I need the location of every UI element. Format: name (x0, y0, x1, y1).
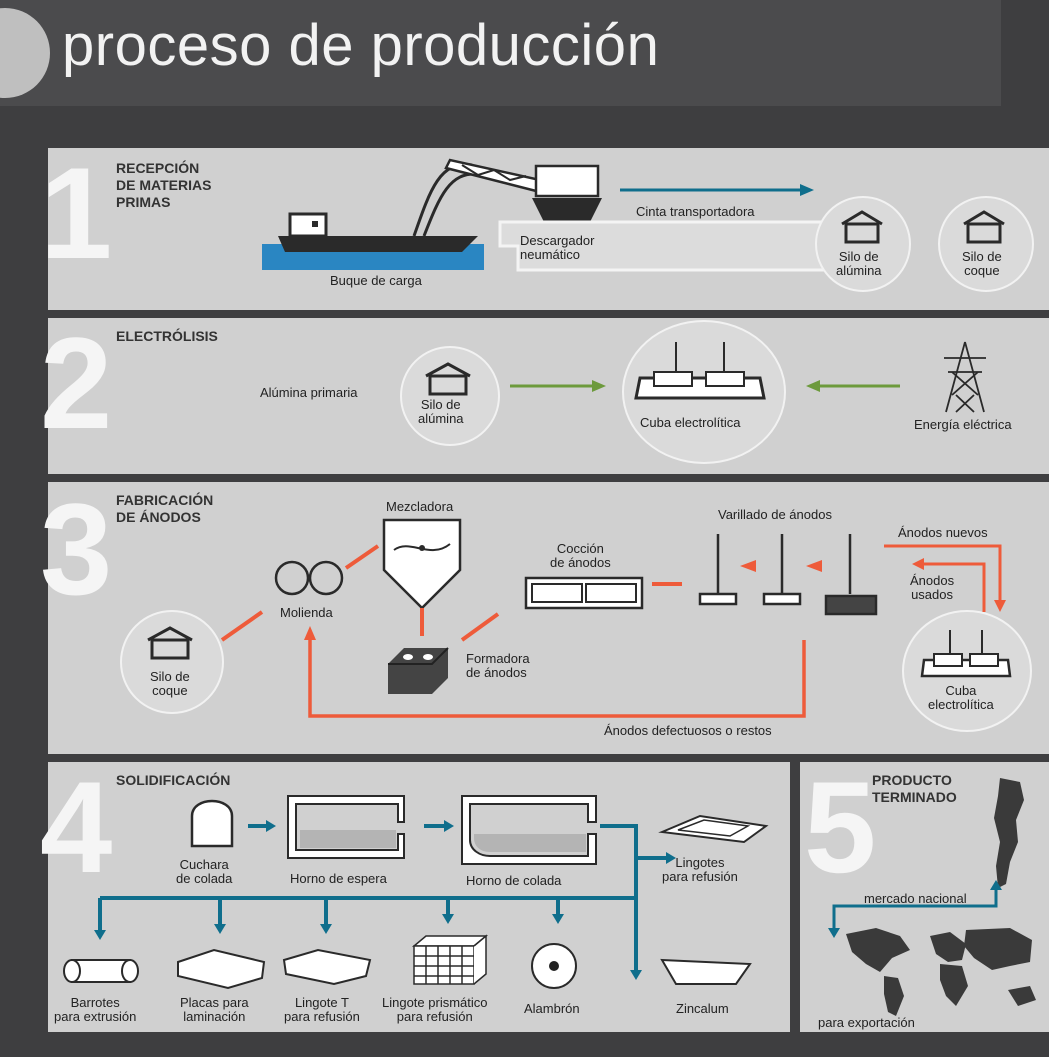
label-cuba-3: Cuba electrolítica (928, 683, 994, 712)
label-placas: Placas para laminación (180, 995, 249, 1024)
section-3-panel (48, 482, 1049, 754)
defective-anodes-line (308, 640, 806, 718)
argentina-map-icon (994, 778, 1024, 888)
silo-coque-circle-1 (938, 196, 1034, 292)
label-alumina-primaria: Alúmina primaria (260, 385, 358, 400)
label-silo-coque-3: Silo de coque (150, 669, 190, 698)
section-4-title: SOLIDIFICACIÓN (116, 772, 231, 788)
section-2-title: ELECTRÓLISIS (116, 328, 218, 344)
label-coccion: Cocción de ánodos (550, 541, 611, 570)
section-1-title: RECEPCIÓN DE MATERIAS PRIMAS (116, 160, 212, 210)
anode-former-icon (388, 647, 449, 694)
silo-coque-circle-3 (120, 610, 224, 714)
label-molienda: Molienda (280, 605, 333, 620)
silo-icon (841, 210, 883, 244)
label-horno-espera: Horno de espera (290, 871, 387, 886)
slab-icon (177, 948, 266, 990)
label-descargador: Descargador neumático (520, 233, 595, 262)
ladle-icon (190, 799, 234, 848)
section-3-number: 3 (40, 476, 113, 622)
label-varillado: Varillado de ánodos (718, 507, 832, 522)
silo-icon (963, 210, 1005, 244)
section-2-panel (48, 318, 1049, 474)
billet-icon (63, 959, 139, 983)
silo-alumina-circle-2 (400, 346, 500, 446)
label-silo-alumina-1: Silo de alúmina (836, 249, 882, 278)
label-silo-alumina-2: Silo de alúmina (418, 397, 464, 426)
prismatic-ingot-icon (411, 934, 489, 985)
label-anodos-nuevos: Ánodos nuevos (898, 525, 988, 540)
power-tower-icon (944, 341, 986, 413)
label-lingotes: Lingotes para refusión (662, 855, 738, 884)
electrolytic-cell-icon (634, 342, 766, 400)
section-5-number: 5 (804, 754, 877, 900)
silo-icon (425, 362, 471, 396)
cargo-ship-icon (278, 236, 478, 252)
section-2-number: 2 (40, 310, 113, 456)
label-lingote-t: Lingote T para refusión (284, 995, 360, 1024)
label-silo-coque-1: Silo de coque (962, 249, 1002, 278)
label-defectuosos: Ánodos defectuosos o restos (604, 723, 772, 738)
silo-icon (147, 626, 193, 660)
section-5-title: PRODUCTO TERMINADO (872, 772, 957, 805)
world-map-icon (846, 928, 1036, 1016)
holding-furnace-icon (287, 795, 405, 859)
section-1-number: 1 (40, 140, 113, 286)
label-buque: Buque de carga (330, 273, 422, 288)
label-alambron: Alambrón (524, 1001, 580, 1016)
label-formadora: Formadora de ánodos (466, 651, 530, 680)
label-energia: Energía eléctrica (914, 417, 1012, 432)
ingot-refusion-icon (658, 814, 769, 844)
label-exportacion: para exportación (818, 1015, 915, 1030)
label-zincalum: Zincalum (676, 1001, 729, 1016)
mixer-icon (382, 518, 462, 610)
page-title: proceso de producción (62, 13, 660, 78)
label-barrotes: Barrotes para extrusión (54, 995, 137, 1024)
section-4-number: 4 (40, 754, 113, 900)
label-mercado-nacional: mercado nacional (864, 891, 967, 906)
casting-furnace-icon (461, 795, 597, 865)
electrolytic-cell-icon (920, 630, 1012, 678)
anode-rodding-icon (698, 534, 878, 616)
label-cinta: Cinta transportadora (636, 204, 755, 219)
wire-rod-icon (531, 943, 577, 989)
section-3-title: FABRICACIÓN DE ÁNODOS (116, 492, 214, 525)
label-mezcladora: Mezcladora (386, 499, 454, 514)
header-bar: proceso de producción (0, 0, 1001, 106)
label-prismatico: Lingote prismático para refusión (382, 995, 488, 1024)
label-anodos-usados: Ánodos usados (910, 573, 955, 602)
label-horno-colada: Horno de colada (466, 873, 562, 888)
zincalum-icon (660, 958, 752, 985)
mill-icon (274, 560, 344, 596)
baking-furnace-icon (524, 576, 644, 610)
label-cuba-2: Cuba electrolítica (640, 415, 741, 430)
t-ingot-icon (282, 948, 372, 986)
unloader-icon (534, 164, 600, 198)
label-cuchara: Cuchara de colada (176, 857, 233, 886)
